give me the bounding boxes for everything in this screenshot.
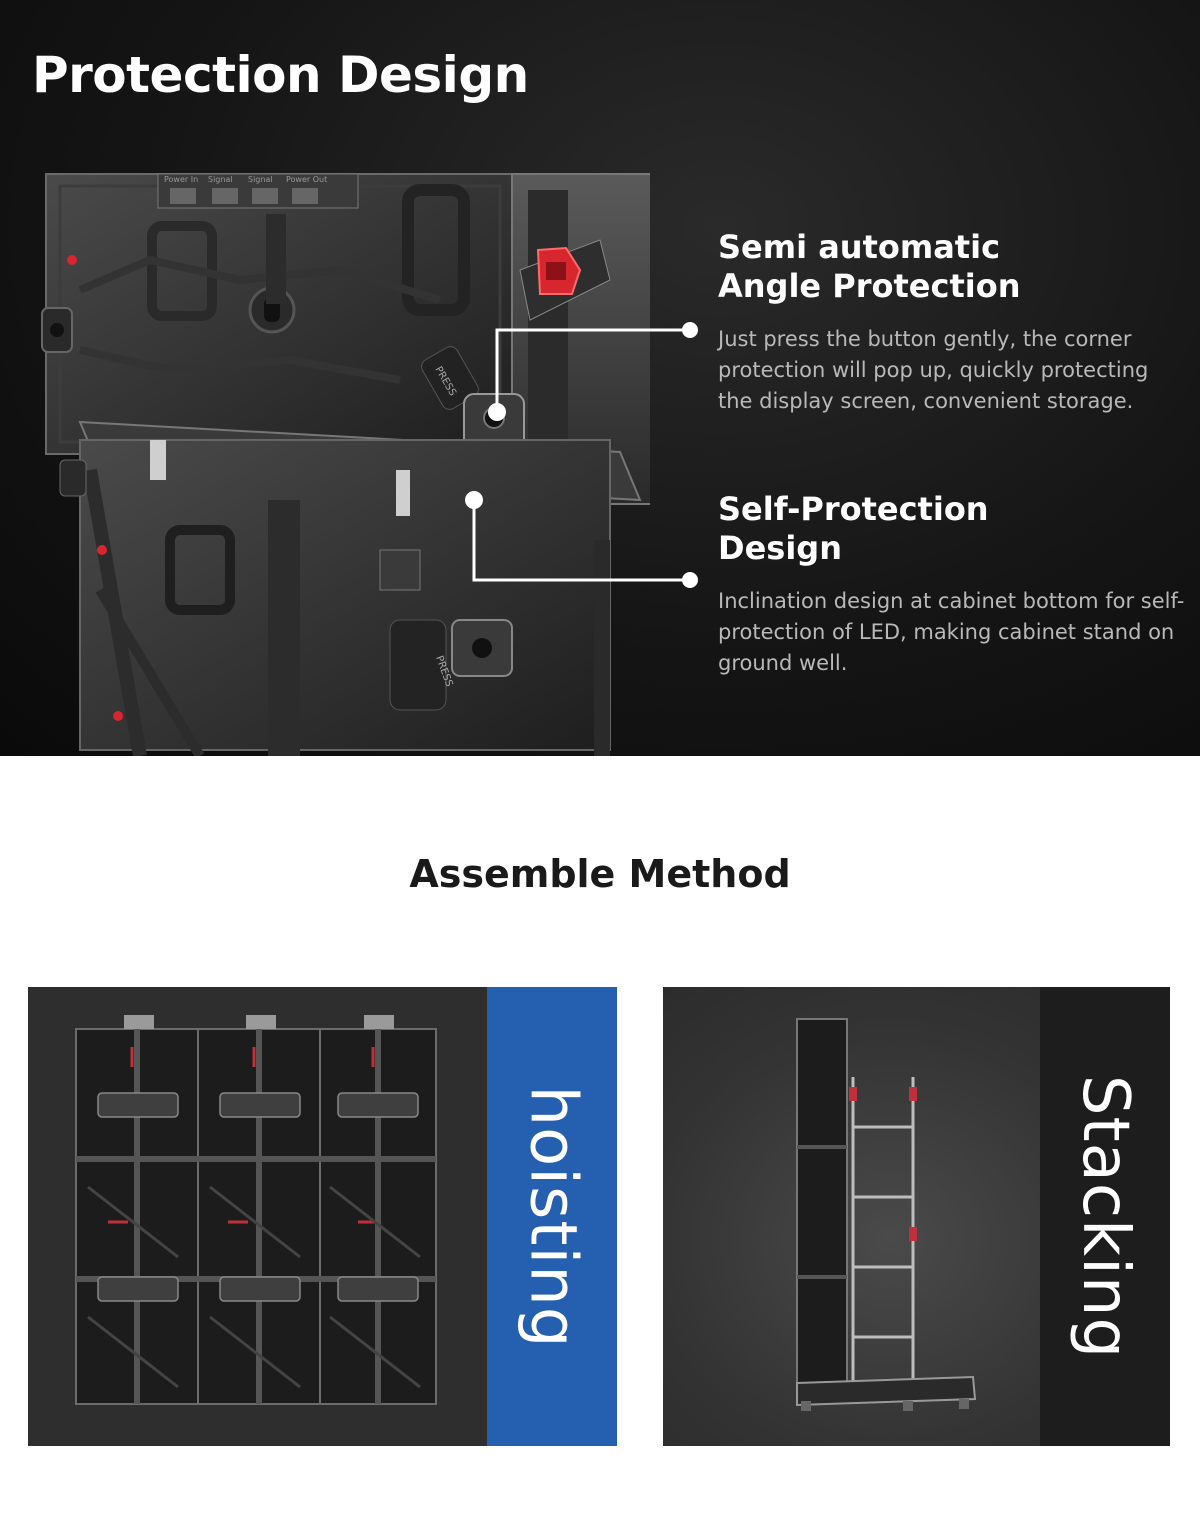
feature-description: Just press the button gently, the corner… [718, 327, 1149, 413]
method-label-hoisting: hoisting [515, 1085, 589, 1348]
section-title-protection: Protection Design [32, 46, 529, 104]
section-title-assemble: Assemble Method [409, 852, 791, 896]
feature-description: Inclination design at cabinet bottom for… [718, 589, 1185, 675]
assemble-method-hoisting: hoisting [28, 987, 617, 1446]
port-label-2: Signal [208, 175, 233, 184]
method-label-band: hoisting [487, 987, 617, 1446]
feature-title-line-1: Semi automatic [718, 228, 1001, 266]
hoisting-cabinet-array-image [75, 1015, 437, 1405]
feature-title: Self-Protection Design [718, 490, 1188, 568]
callout-end-dot-1 [682, 322, 698, 338]
feature-title-line-2: Angle Protection [718, 267, 1021, 305]
callout-dot-bottom [465, 491, 483, 509]
callout-end-dot-2 [682, 572, 698, 588]
port-label-1: Power In [164, 175, 198, 184]
feature-title-line-1: Self-Protection [718, 490, 989, 528]
assemble-method-stacking: Stacking [663, 987, 1170, 1446]
method-label-stacking: Stacking [1068, 1074, 1142, 1359]
feature-title: Semi automatic Angle Protection [718, 228, 1188, 306]
feature-title-line-2: Design [718, 529, 842, 567]
method-label-band: Stacking [1040, 987, 1170, 1446]
callout-lines [465, 322, 698, 588]
cabinet-corner-illustration: Power In Signal Signal Power Out PRESS [41, 173, 650, 756]
feature-self-protection: Self-Protection Design Inclination desig… [718, 490, 1188, 679]
stacking-cabinet-frame-image [796, 1018, 977, 1411]
port-label-3: Signal [248, 175, 273, 184]
port-label-4: Power Out [286, 175, 327, 184]
feature-angle-protection: Semi automatic Angle Protection Just pre… [718, 228, 1188, 417]
callout-dot-corner [488, 403, 506, 421]
protection-design-section: Protection Design Power In Signal Signal… [0, 0, 1200, 756]
